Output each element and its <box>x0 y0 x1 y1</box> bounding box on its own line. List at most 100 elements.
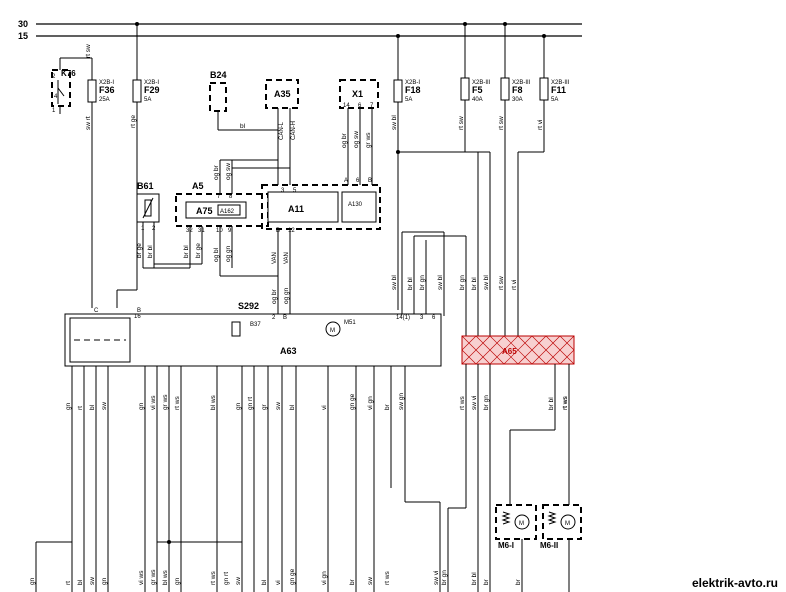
wire-label: gn <box>29 577 36 585</box>
wire-label: vi ws <box>138 570 145 585</box>
svg-text:2: 2 <box>52 74 56 80</box>
wire-label: sw <box>367 577 374 585</box>
svg-text:X2B-I: X2B-I <box>99 80 114 86</box>
svg-text:og gn: og gn <box>283 287 290 304</box>
wire-label: sw <box>275 402 282 410</box>
wire-label: bl <box>89 404 96 410</box>
svg-text:br bl: br bl <box>147 245 154 258</box>
wire-label: br bl <box>471 572 478 585</box>
svg-text:B: B <box>283 315 287 321</box>
wire-label: rt ws <box>459 396 466 410</box>
svg-text:5A: 5A <box>405 97 412 103</box>
wire-label: bl ws <box>162 569 169 585</box>
wire-label: sw vi <box>433 571 440 585</box>
wire-label: gn <box>235 402 242 410</box>
svg-text:A35: A35 <box>274 89 291 99</box>
wire-label: gr <box>261 403 268 410</box>
wire-label: br <box>384 403 391 410</box>
svg-text:F18: F18 <box>405 85 421 95</box>
svg-text:F5: F5 <box>472 85 483 95</box>
wire-label: rt ws <box>562 396 569 410</box>
svg-text:VAN: VAN <box>272 252 278 264</box>
svg-text:M: M <box>565 521 570 527</box>
svg-text:14(1): 14(1) <box>396 315 410 321</box>
svg-text:rt sw: rt sw <box>498 276 505 290</box>
wire-label: bl ws <box>210 394 217 410</box>
relay-k76: K76 2 4 1 <box>51 57 92 114</box>
fuse-f36: X2B-I F36 25A <box>87 58 115 308</box>
svg-text:3: 3 <box>281 188 285 194</box>
svg-text:br gn: br gn <box>419 275 426 290</box>
svg-text:gr ws: gr ws <box>365 132 372 148</box>
wire-label: sw <box>89 577 96 585</box>
wire-label: vi <box>321 405 328 410</box>
svg-text:CAN-L: CAN-L <box>279 121 285 140</box>
module-a5: A5 A75 A162 7 8 32 31 10 9 <box>175 160 269 276</box>
wire-label: rt <box>77 406 84 410</box>
svg-text:6: 6 <box>358 103 362 109</box>
svg-text:B: B <box>368 178 372 184</box>
module-a11: A11 A130 3 5 A 6 B B 12 <box>261 178 381 272</box>
wire-label: rt ws <box>562 396 569 410</box>
svg-text:M6-II: M6-II <box>540 541 558 550</box>
svg-text:C: C <box>94 308 99 314</box>
wire-label: vi <box>275 580 282 585</box>
wire-label: sw vi <box>471 396 478 410</box>
wire-label: gn rt <box>247 397 254 410</box>
wire-label: gr ws <box>150 569 157 585</box>
wire-label: br bl <box>548 397 555 410</box>
svg-text:14: 14 <box>343 103 350 109</box>
svg-text:br ge: br ge <box>136 243 143 258</box>
svg-text:30A: 30A <box>512 97 523 103</box>
svg-text:5: 5 <box>293 188 297 194</box>
svg-text:K76: K76 <box>61 69 76 78</box>
sensor-b24: B24 bl <box>209 70 278 131</box>
wire-label: vi gn <box>321 571 328 585</box>
wire-label: rt ws <box>384 571 391 585</box>
svg-text:sw bl: sw bl <box>391 275 398 290</box>
sensor-b61: B61 1 2 <box>136 181 202 269</box>
svg-text:X2B-III: X2B-III <box>472 80 491 86</box>
svg-text:3: 3 <box>420 315 424 321</box>
svg-text:M: M <box>330 328 335 334</box>
module-a65: A65 <box>461 335 575 365</box>
svg-text:7: 7 <box>217 194 221 200</box>
wire-label: gn <box>138 402 145 410</box>
svg-text:15: 15 <box>18 31 28 41</box>
svg-text:rt vi: rt vi <box>537 120 544 130</box>
svg-text:8: 8 <box>229 194 233 200</box>
wire-label: br gn <box>441 570 448 585</box>
svg-text:30: 30 <box>18 19 28 29</box>
wire-label: gn <box>65 402 72 410</box>
wire-label: rt <box>65 581 72 585</box>
wire-label: br <box>483 578 490 585</box>
wire-label: gr ws <box>162 394 169 410</box>
wire-label: sw gn <box>398 393 405 410</box>
svg-text:B24: B24 <box>210 70 227 80</box>
svg-text:rt sw: rt sw <box>458 116 465 130</box>
svg-text:og gn: og gn <box>225 245 232 262</box>
svg-text:bl: bl <box>240 123 246 130</box>
wire-label: gn <box>174 577 181 585</box>
svg-text:sw bl: sw bl <box>483 275 490 290</box>
svg-text:rt sw: rt sw <box>85 44 92 58</box>
wire-label: gn rt <box>223 572 230 585</box>
connector-x1: X1 14 6 7 <box>339 79 379 185</box>
svg-text:M51: M51 <box>344 320 356 326</box>
wire-label: bl <box>77 579 84 585</box>
watermark: elektrik-avto.ru <box>691 576 778 590</box>
svg-text:B: B <box>137 308 141 314</box>
wire-label: gn ge <box>289 568 296 585</box>
svg-text:X2B-I: X2B-I <box>144 80 159 86</box>
fuse-f5: X2B-III F5 40A <box>460 22 491 336</box>
wire-label: vi ws <box>150 395 157 410</box>
svg-text:og br: og br <box>213 164 220 180</box>
motor-m6-ii: M M6-II <box>540 504 582 592</box>
fuse-f11: X2B-III F11 5A <box>517 34 570 336</box>
svg-text:X2B-I: X2B-I <box>405 80 420 86</box>
svg-text:og br: og br <box>341 132 348 148</box>
svg-text:X2B-III: X2B-III <box>551 80 570 86</box>
svg-text:12: 12 <box>288 228 295 234</box>
